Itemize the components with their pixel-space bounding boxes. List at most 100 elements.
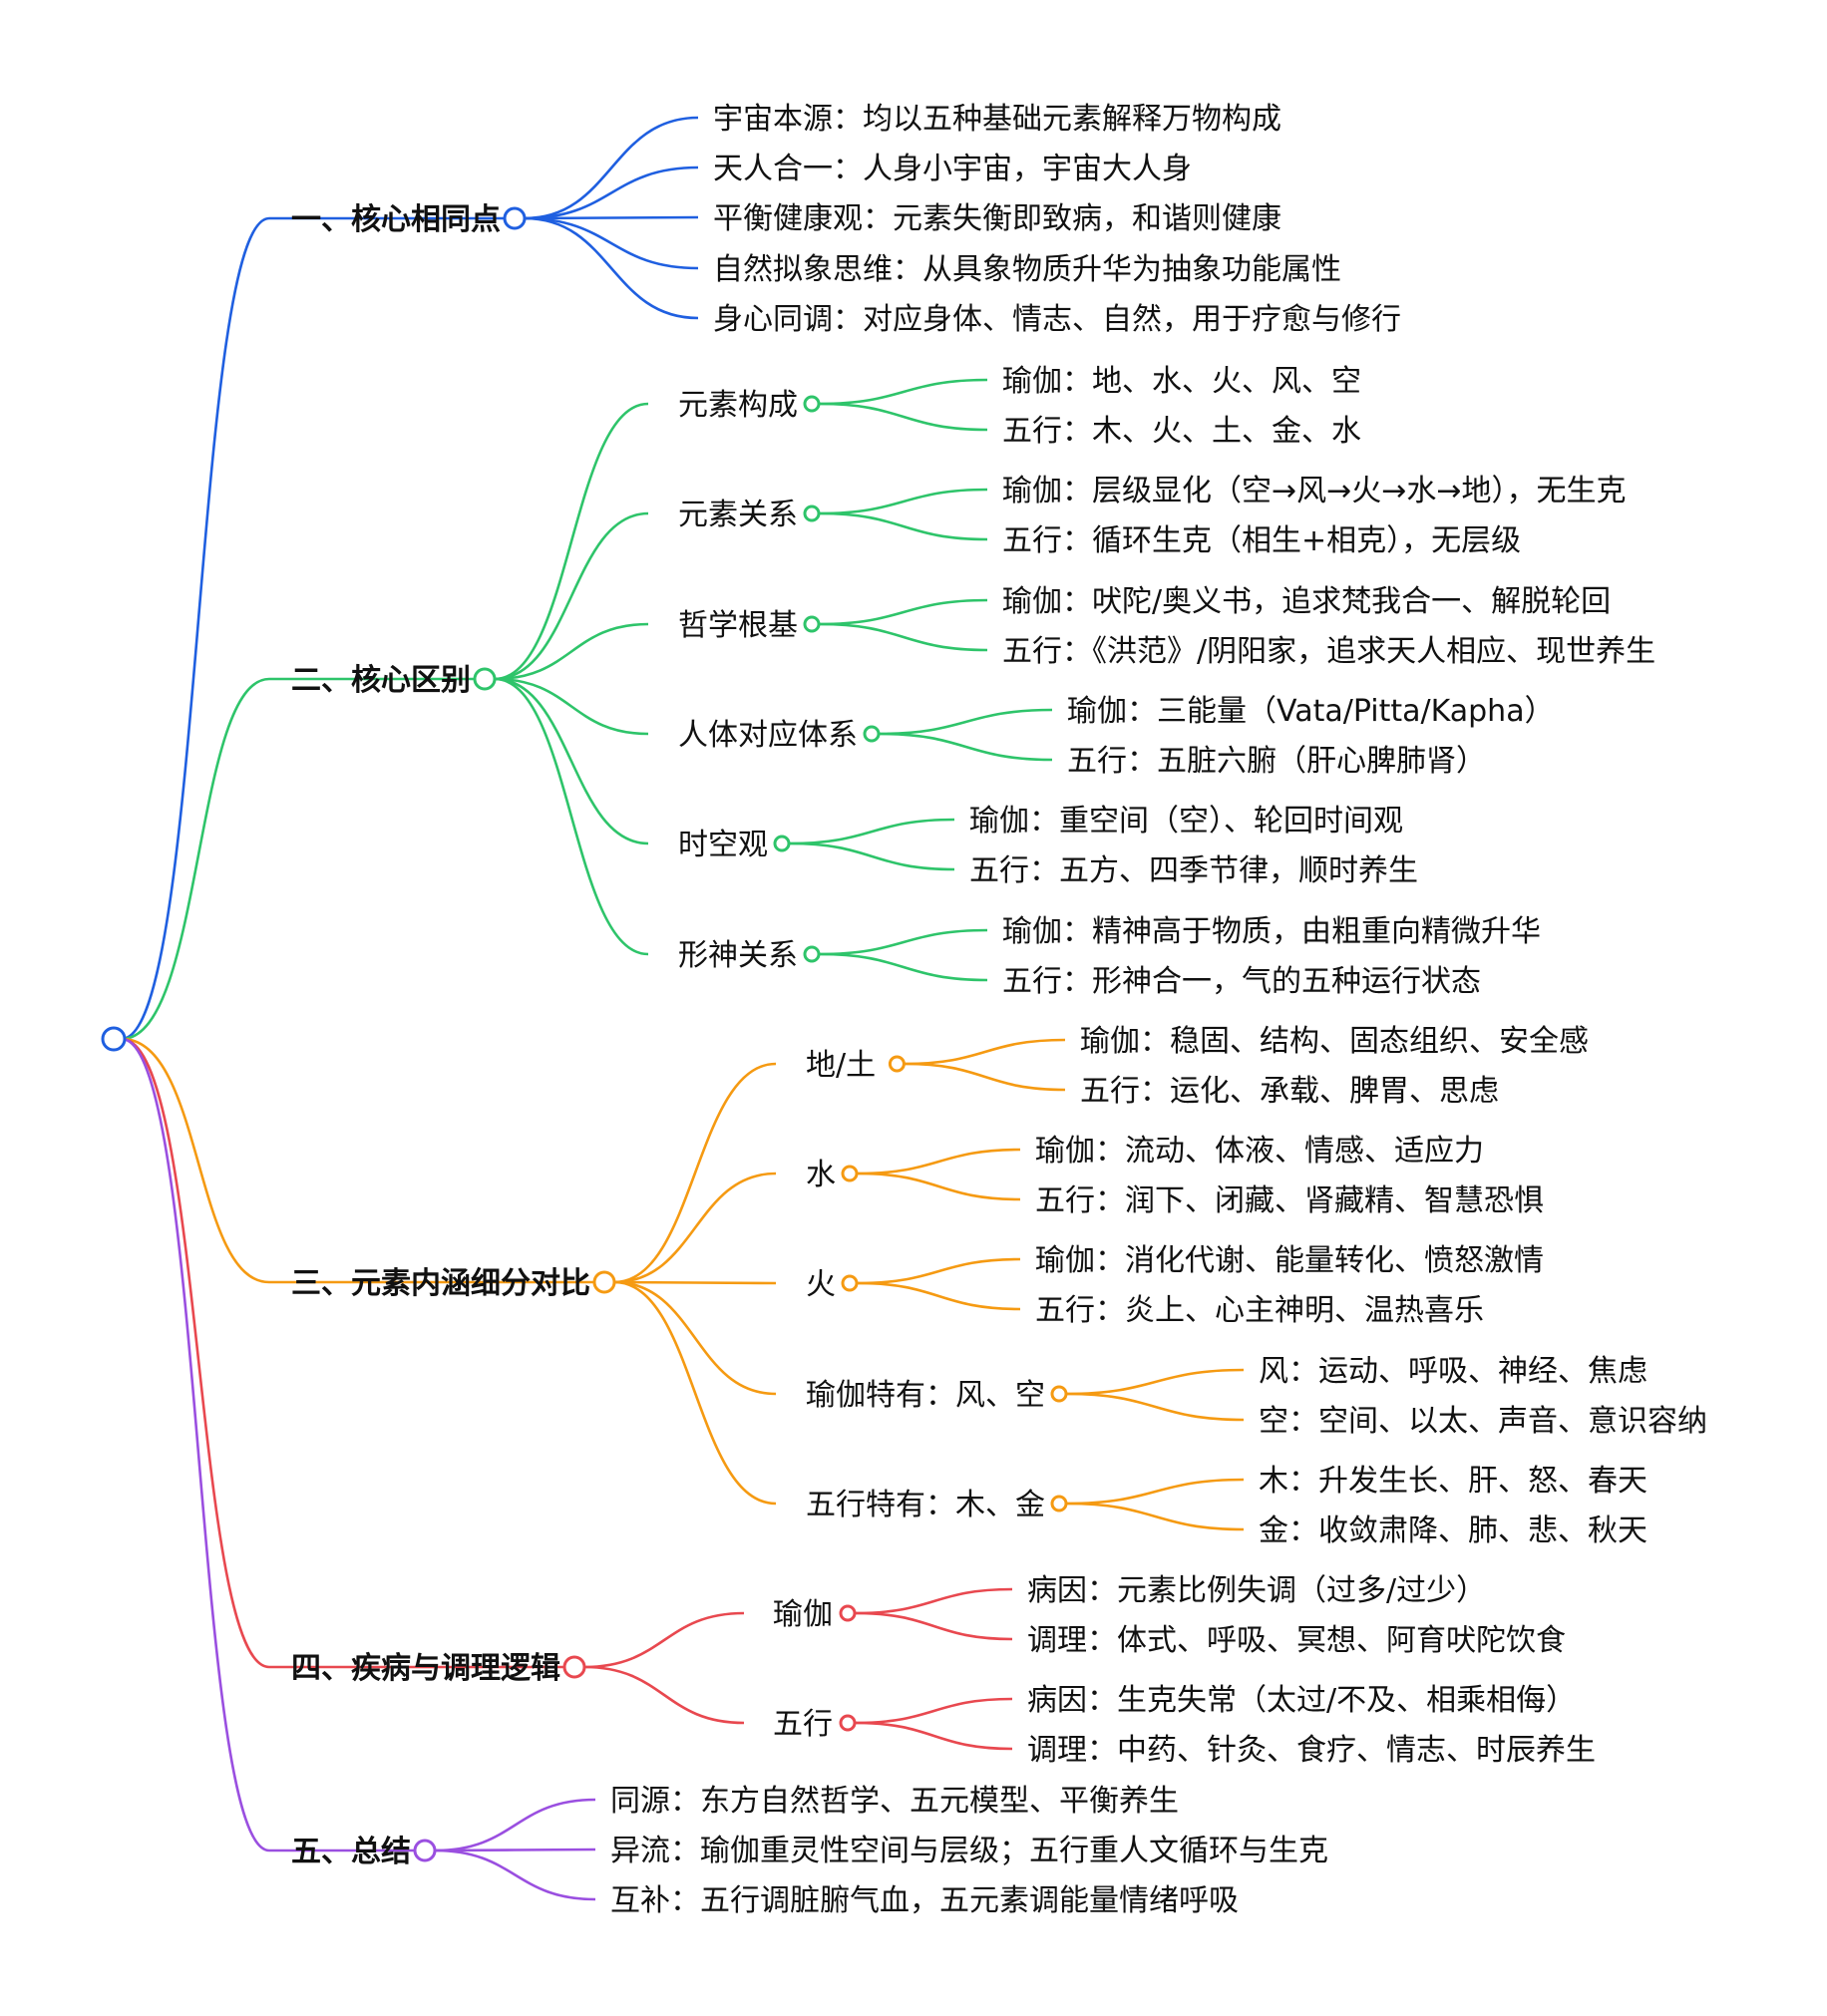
sub-to-leaf-edge — [1066, 1368, 1245, 1396]
category-to-sub-edge — [494, 677, 649, 845]
leaf-label: 平衡健康观：元素失衡即致病，和谐则健康 — [713, 201, 1281, 236]
category-label-1: 一、核心相同点 — [291, 202, 501, 237]
leaf-label: 五行：运化、承载、脾胃、思虑 — [1080, 1074, 1499, 1109]
sub-label: 时空观 — [678, 828, 768, 862]
category-to-leaf-edge — [524, 215, 699, 220]
sub-node-dot — [773, 835, 791, 852]
category-label-5: 五、总结 — [291, 1835, 411, 1869]
sub-node-dot — [839, 1714, 857, 1732]
leaf-label: 互补：五行调脏腑气血，五元素调能量情绪呼吸 — [610, 1883, 1239, 1918]
leaf-label: 金：收敛肃降、肺、悲、秋天 — [1259, 1513, 1647, 1548]
sub-label: 五行 — [773, 1707, 833, 1742]
root-node-dot — [101, 1026, 127, 1052]
sub-node-dot — [803, 395, 821, 413]
root-to-category-edge — [121, 216, 505, 1041]
sub-label: 元素关系 — [678, 498, 798, 532]
category-node-dot — [413, 1839, 437, 1862]
leaf-label: 五行：润下、闭藏、肾藏精、智慧恐惧 — [1035, 1183, 1544, 1218]
sub-to-leaf-edge — [819, 488, 988, 515]
leaf-label: 五行：炎上、心主神明、温热喜乐 — [1035, 1293, 1484, 1328]
root-to-category-edge — [121, 677, 475, 1041]
leaf-label: 病因：元素比例失调（过多/过少） — [1027, 1573, 1486, 1608]
sub-node-dot — [803, 945, 821, 963]
sub-node-dot — [803, 615, 821, 633]
sub-to-leaf-edge — [819, 622, 988, 652]
leaf-label: 瑜伽：吠陀/奥义书，追求梵我合一、解脱轮回 — [1002, 584, 1611, 619]
leaf-label: 瑜伽：三能量（Vata/Pitta/Kapha） — [1067, 694, 1555, 729]
category-to-leaf-edge — [524, 166, 699, 220]
category-label-2: 二、核心区别 — [291, 663, 471, 698]
leaf-label: 瑜伽：精神高于物质，由粗重向精微升华 — [1002, 914, 1541, 949]
sub-node-dot — [839, 1604, 857, 1622]
leaf-label: 自然拟象思维：从具象物质升华为抽象功能属性 — [713, 252, 1341, 287]
leaf-label: 天人合一：人身小宇宙，宇宙大人身 — [713, 152, 1192, 186]
sub-node-dot — [863, 725, 881, 743]
sub-node-dot — [841, 1165, 859, 1182]
category-to-leaf-edge — [524, 216, 699, 320]
sub-node-dot — [888, 1055, 906, 1073]
category-to-sub-edge — [494, 677, 649, 956]
sub-label: 水 — [806, 1158, 836, 1192]
category-to-leaf-edge — [524, 216, 699, 270]
leaf-label: 瑜伽：地、水、火、风、空 — [1002, 364, 1361, 399]
sub-to-leaf-edge — [789, 841, 955, 871]
sub-label: 瑜伽特有：风、空 — [806, 1378, 1045, 1413]
category-node-dot — [473, 667, 497, 691]
node-dots — [101, 206, 1068, 1862]
sub-to-leaf-edge — [819, 952, 988, 982]
category-to-leaf-edge — [524, 116, 699, 220]
leaf-label: 瑜伽：稳固、结构、固态组织、安全感 — [1080, 1024, 1589, 1059]
sub-to-leaf-edge — [1066, 1502, 1245, 1531]
category-to-sub-edge — [613, 1280, 777, 1285]
leaf-label: 五行：五脏六腑（肝心脾肺肾） — [1067, 744, 1486, 779]
sub-to-leaf-edge — [857, 1281, 1021, 1311]
leaf-label: 五行：循环生克（相生+相克），无层级 — [1002, 523, 1521, 558]
sub-node-dot — [1050, 1495, 1068, 1512]
leaf-label: 风：运动、呼吸、神经、焦虑 — [1259, 1354, 1647, 1389]
category-to-sub-edge — [494, 677, 649, 736]
root-to-category-edge — [121, 1037, 594, 1284]
sub-label: 形神关系 — [678, 938, 798, 973]
sub-label: 火 — [806, 1267, 836, 1302]
leaf-label: 木：升发生长、肝、怒、春天 — [1259, 1464, 1647, 1499]
sub-label: 瑜伽 — [773, 1597, 833, 1632]
leaf-label: 宇宙本源：均以五种基础元素解释万物构成 — [713, 102, 1281, 137]
sub-label: 地/土 — [806, 1048, 876, 1083]
category-to-leaf-edge — [434, 1848, 596, 1852]
sub-node-dot — [841, 1274, 859, 1292]
sub-to-leaf-edge — [855, 1587, 1013, 1615]
sub-to-leaf-edge — [857, 1172, 1021, 1201]
sub-label: 五行特有：木、金 — [806, 1488, 1045, 1522]
category-to-sub-edge — [613, 1062, 777, 1284]
leaf-label: 瑜伽：重空间（空）、轮回时间观 — [969, 804, 1403, 839]
leaf-label: 异流：瑜伽重灵性空间与层级；五行重人文循环与生克 — [610, 1834, 1328, 1868]
sub-node-dot — [803, 504, 821, 522]
sub-to-leaf-edge — [879, 732, 1053, 762]
leaf-label: 瑜伽：层级显化（空→风→火→水→地），无生克 — [1002, 474, 1627, 508]
leaf-label: 瑜伽：消化代谢、能量转化、愤怒激情 — [1035, 1243, 1544, 1278]
category-label-4: 四、疾病与调理逻辑 — [291, 1651, 560, 1686]
sub-label: 人体对应体系 — [678, 718, 858, 753]
leaf-label: 五行：形神合一，气的五种运行状态 — [1002, 964, 1481, 999]
leaf-label: 调理：体式、呼吸、冥想、阿育吠陀饮食 — [1027, 1623, 1566, 1658]
category-to-sub-edge — [494, 511, 649, 681]
sub-label: 元素构成 — [678, 388, 798, 423]
sub-to-leaf-edge — [905, 1062, 1066, 1092]
sub-to-leaf-edge — [855, 1611, 1013, 1641]
category-label-3: 三、元素内涵细分对比 — [291, 1266, 590, 1301]
leaf-label: 五行：木、火、土、金、水 — [1002, 414, 1361, 449]
sub-to-leaf-edge — [1066, 1478, 1245, 1506]
category-node-dot — [592, 1270, 616, 1294]
leaf-label: 五行：《洪范》/阴阳家，追求天人相应、现世养生 — [1002, 634, 1655, 669]
leaf-label: 空：空间、以太、声音、意识容纳 — [1259, 1404, 1707, 1439]
sub-to-leaf-edge — [857, 1148, 1021, 1176]
sub-to-leaf-edge — [819, 378, 988, 406]
category-to-sub-edge — [583, 1665, 745, 1725]
leaf-label: 瑜伽：流动、体液、情感、适应力 — [1035, 1134, 1484, 1169]
category-node-dot — [562, 1655, 586, 1679]
category-to-sub-edge — [494, 402, 649, 681]
category-to-sub-edge — [613, 1172, 777, 1284]
leaf-label: 同源：东方自然哲学、五元模型、平衡养生 — [610, 1784, 1179, 1819]
category-to-sub-edge — [494, 622, 649, 681]
